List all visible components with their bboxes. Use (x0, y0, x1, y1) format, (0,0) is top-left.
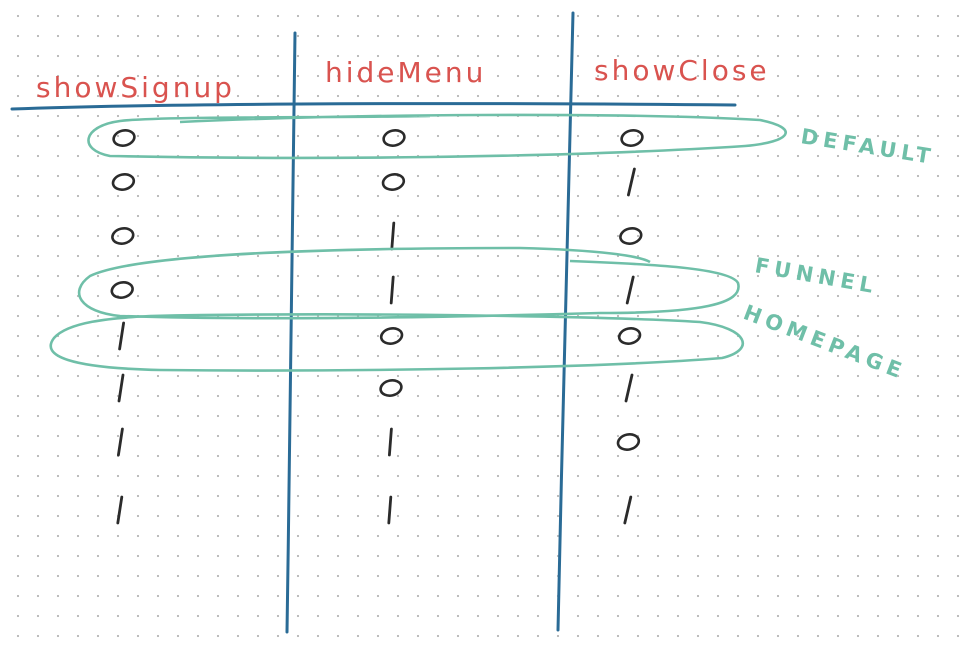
circle-mark-showclose (617, 327, 642, 345)
group-outline-homepage (49, 313, 744, 372)
line-mark-showclose (627, 167, 636, 197)
circle-mark-hidemenu (379, 379, 403, 397)
group-outline-funnel (77, 246, 740, 320)
line-mark-showsignup (117, 373, 125, 403)
line-mark-hidemenu (389, 275, 395, 305)
header-underline (10, 102, 737, 111)
line-mark-showsignup (116, 495, 124, 525)
line-mark-showclose (624, 373, 634, 403)
column-header-hidemenu: hideMenu (325, 56, 486, 89)
circle-mark-hidemenu (382, 129, 406, 147)
group-outline-default (87, 113, 787, 160)
group-label-default: DEFAULT (799, 124, 937, 169)
circle-mark-showsignup (111, 227, 135, 245)
column-divider-2 (556, 11, 575, 632)
circle-mark-showsignup (111, 173, 136, 191)
state-marks (110, 129, 644, 525)
circle-mark-hidemenu (379, 327, 404, 345)
circle-mark-hidemenu (381, 173, 406, 191)
line-mark-showclose (623, 495, 633, 525)
line-mark-showsignup (118, 321, 125, 351)
circle-mark-showsignup (110, 281, 134, 299)
line-mark-showsignup (117, 427, 124, 457)
group-label-homepage: HOMEPAGE (740, 300, 909, 384)
circle-mark-showclose (616, 433, 641, 451)
line-mark-hidemenu (387, 495, 393, 525)
circle-mark-showclose (620, 129, 644, 147)
column-divider-1 (285, 31, 297, 634)
line-mark-hidemenu (390, 221, 396, 251)
line-mark-showclose (625, 275, 635, 305)
group-label-funnel: FUNNEL (753, 253, 880, 298)
circle-mark-showclose (619, 227, 643, 245)
line-mark-hidemenu (387, 427, 393, 457)
column-header-showsignup: showSignup (36, 71, 235, 104)
circle-mark-showsignup (112, 129, 136, 147)
column-header-showclose: showClose (594, 54, 770, 87)
